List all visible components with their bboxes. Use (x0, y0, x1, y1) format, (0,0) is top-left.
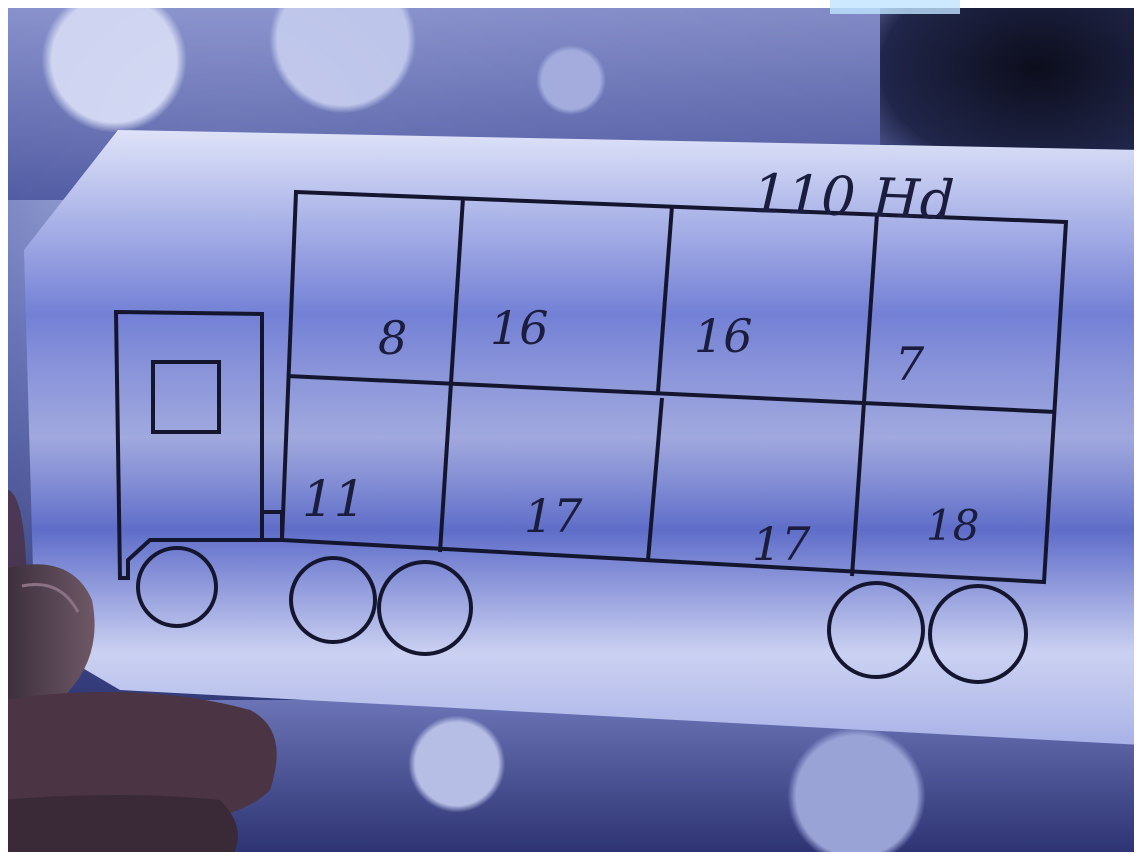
header-note: 110 Hd (752, 162, 956, 232)
cell-bottom-2: 17 (524, 489, 583, 543)
cell-top-2: 16 (490, 301, 549, 355)
cell-top-1: 8 (378, 311, 407, 365)
cell-bottom-3: 17 (752, 517, 811, 571)
cell-top-3: 16 (694, 309, 753, 363)
cell-bottom-4: 18 (926, 501, 979, 550)
cell-top-4: 7 (895, 337, 925, 391)
cell-bottom-1: 11 (302, 470, 366, 528)
